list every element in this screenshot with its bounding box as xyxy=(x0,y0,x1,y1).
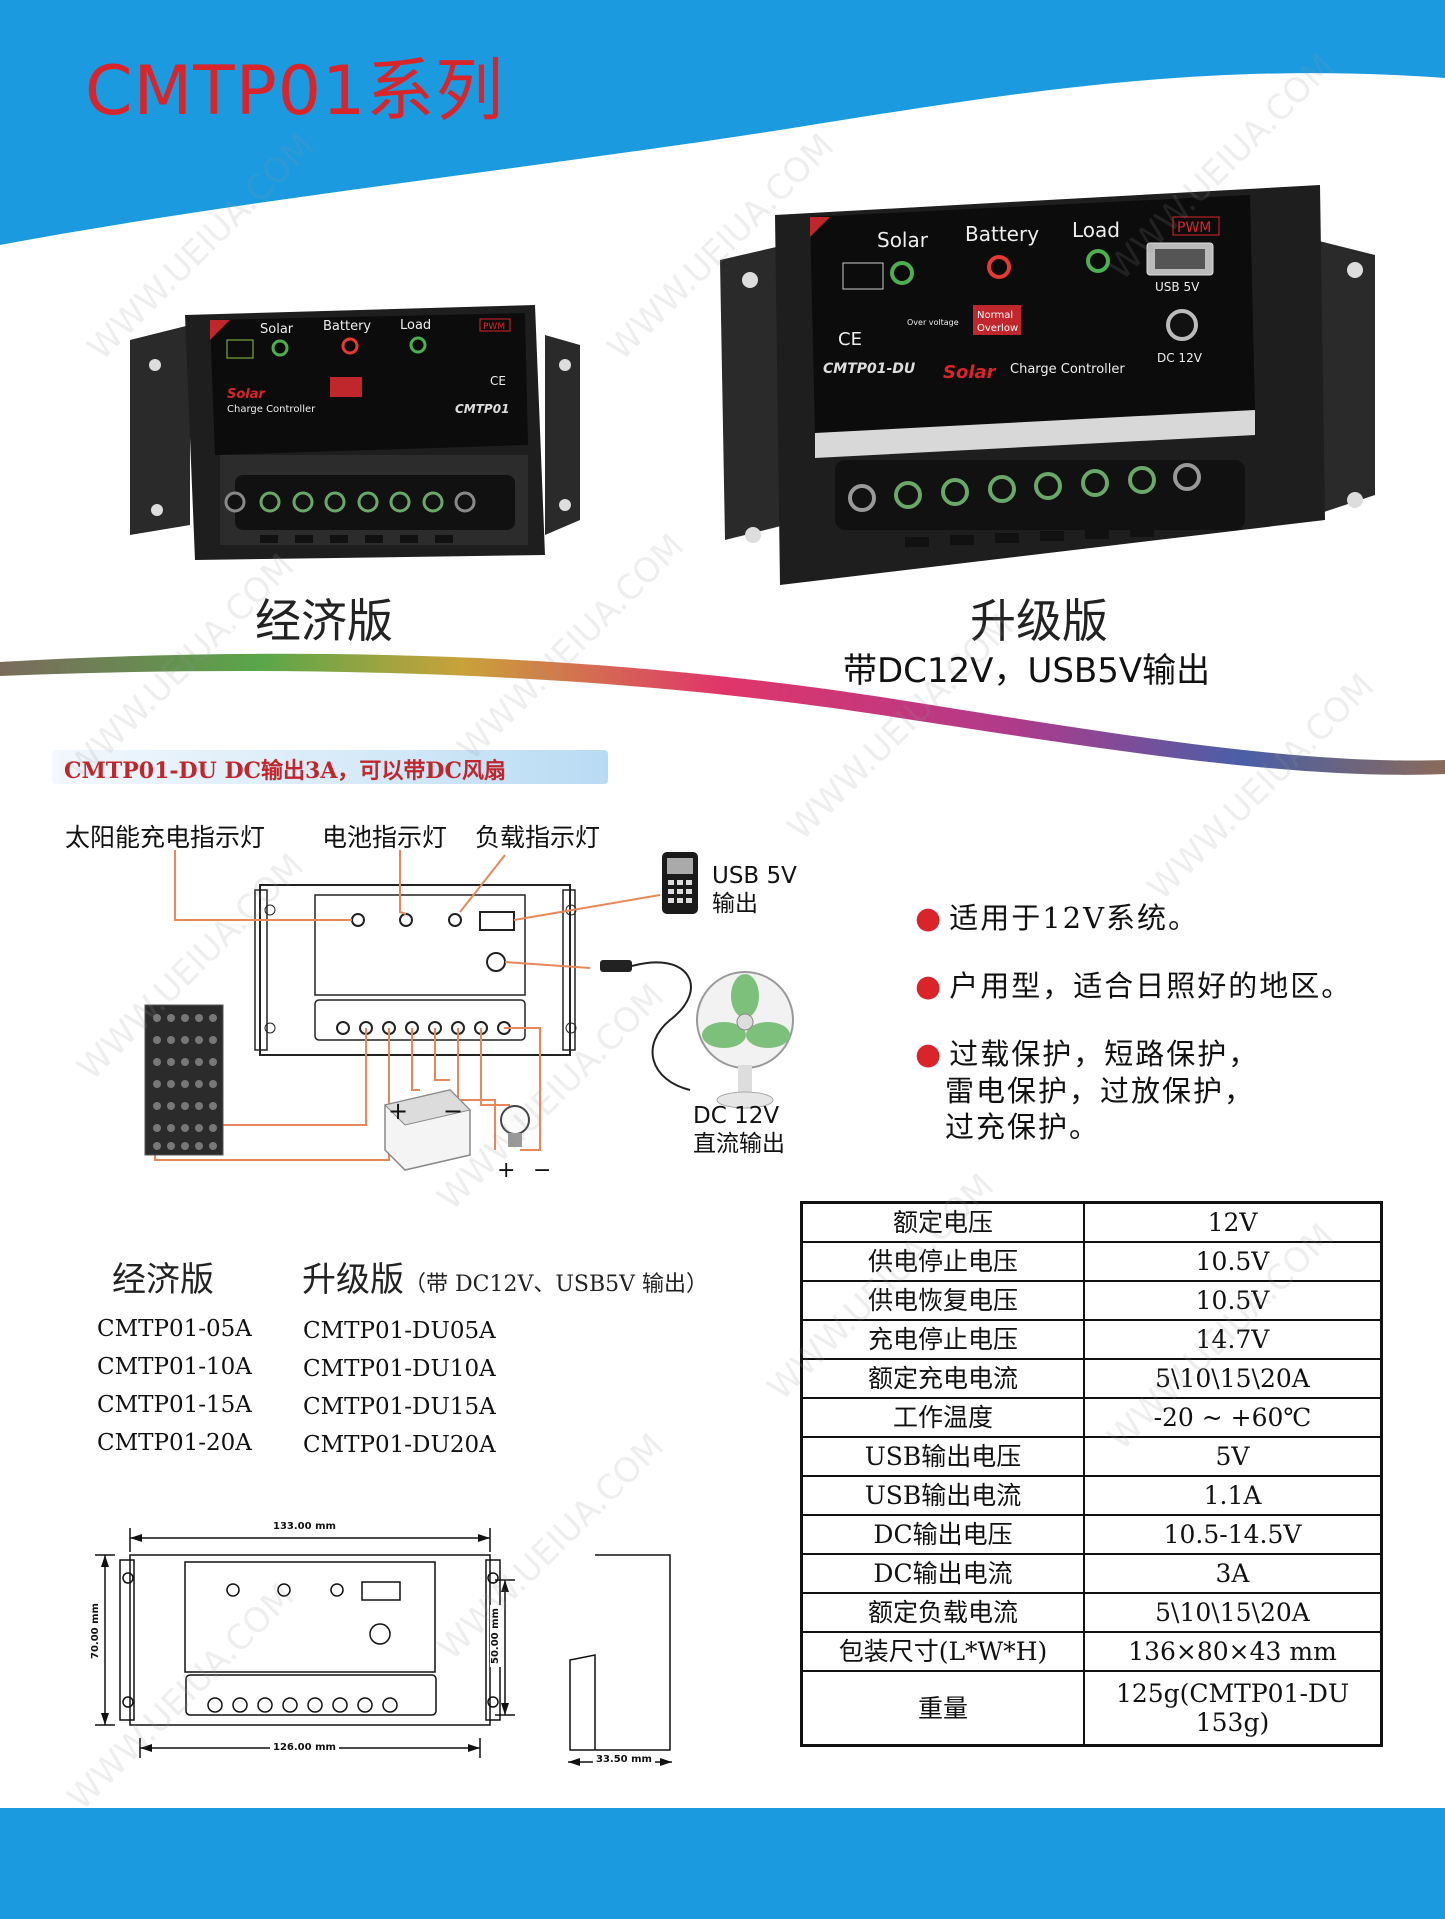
economy-controller-image: Solar Battery Load PWM CE Solar Charge C… xyxy=(130,305,580,560)
solar-led-label: 太阳能充电指示灯 xyxy=(65,823,266,852)
svg-text:CMTP01-DU: CMTP01-DU xyxy=(823,361,916,377)
load-led-label: 负载指示灯 xyxy=(475,823,601,852)
model-item: CMTP01-DU05A xyxy=(303,1318,496,1344)
svg-text:PWM: PWM xyxy=(1177,220,1211,236)
section-title: CMTP01-DU DC输出3A，可以带DC风扇 xyxy=(64,758,506,784)
load-plus: + xyxy=(497,1158,516,1183)
dimension-drawing xyxy=(95,1528,672,1766)
rainbow-swoosh xyxy=(0,653,1445,775)
svg-text:Solar: Solar xyxy=(877,228,929,252)
svg-text:Battery: Battery xyxy=(965,222,1039,246)
page-title: CMTP01系列 xyxy=(85,52,505,131)
svg-text:Solar: Solar xyxy=(227,387,267,402)
load-minus: − xyxy=(533,1158,552,1183)
svg-text:USB 5V: USB 5V xyxy=(1155,280,1200,294)
svg-text:DC 12V: DC 12V xyxy=(1157,351,1203,365)
table-row: 包装尺寸(L*W*H)136×80×43 mm xyxy=(800,1631,1383,1672)
feature-item: ●适用于12V系统。 xyxy=(915,901,1200,936)
svg-text:CMTP01: CMTP01 xyxy=(455,402,509,416)
model-item: CMTP01-DU15A xyxy=(303,1394,496,1420)
dim-height-left: 70.00 mm xyxy=(90,1600,101,1662)
models-economy-heading: 经济版 xyxy=(112,1260,214,1300)
battery-minus: − xyxy=(443,1097,464,1125)
upgrade-label: 升级版 xyxy=(970,594,1108,648)
upgrade-sublabel: 带DC12V，USB5V输出 xyxy=(843,651,1211,691)
svg-text:Solar: Solar xyxy=(943,362,997,383)
svg-text:Solar: Solar xyxy=(260,322,294,337)
feature-item: ●过载保护，短路保护， 雷电保护，过放保护， 过充保护。 xyxy=(915,1037,1260,1144)
svg-text:Load: Load xyxy=(1072,218,1120,242)
model-item: CMTP01-05A xyxy=(97,1316,252,1342)
svg-text:PWM: PWM xyxy=(483,322,505,332)
svg-text:Overlow: Overlow xyxy=(977,323,1018,334)
feature-item: ●户用型，适合日照好的地区。 xyxy=(915,969,1353,1004)
economy-label: 经济版 xyxy=(255,594,393,648)
top-banner xyxy=(0,0,1445,245)
battery-led-label: 电池指示灯 xyxy=(322,823,448,852)
svg-text:Over voltage: Over voltage xyxy=(907,318,959,327)
svg-text:Charge Controller: Charge Controller xyxy=(227,404,316,415)
svg-text:Load: Load xyxy=(400,318,431,333)
svg-text:Charge Controller: Charge Controller xyxy=(1010,362,1125,377)
section-title-bar: CMTP01-DU DC输出3A，可以带DC风扇 xyxy=(52,750,608,784)
model-item: CMTP01-DU20A xyxy=(303,1432,496,1458)
svg-text:Normal: Normal xyxy=(977,310,1013,321)
svg-text:CE: CE xyxy=(838,329,862,350)
svg-text:Battery: Battery xyxy=(323,319,371,334)
wiring-diagram xyxy=(144,850,794,1171)
models-upgrade-heading: 升级版（带 DC12V、USB5V 输出） xyxy=(302,1260,709,1300)
model-item: CMTP01-15A xyxy=(97,1392,252,1418)
dc-output-label: DC 12V 直流输出 xyxy=(693,1103,785,1157)
table-row: 工作温度-20 ~ +60℃ xyxy=(800,1397,1383,1438)
svg-text:CE: CE xyxy=(490,374,506,388)
model-item: CMTP01-20A xyxy=(97,1430,252,1456)
upgrade-controller-image: Solar Battery Load PWM USB 5V DC 12V Nor… xyxy=(720,185,1375,585)
dim-width-top: 133.00 mm xyxy=(270,1521,339,1532)
dim-width-bottom: 126.00 mm xyxy=(270,1742,339,1753)
battery-plus: + xyxy=(388,1097,409,1125)
model-item: CMTP01-DU10A xyxy=(303,1356,496,1382)
usb-output-label: USB 5V 输出 xyxy=(712,863,797,917)
model-item: CMTP01-10A xyxy=(97,1354,252,1380)
dim-depth: 33.50 mm xyxy=(593,1754,655,1765)
bottom-banner xyxy=(0,1808,1445,1919)
